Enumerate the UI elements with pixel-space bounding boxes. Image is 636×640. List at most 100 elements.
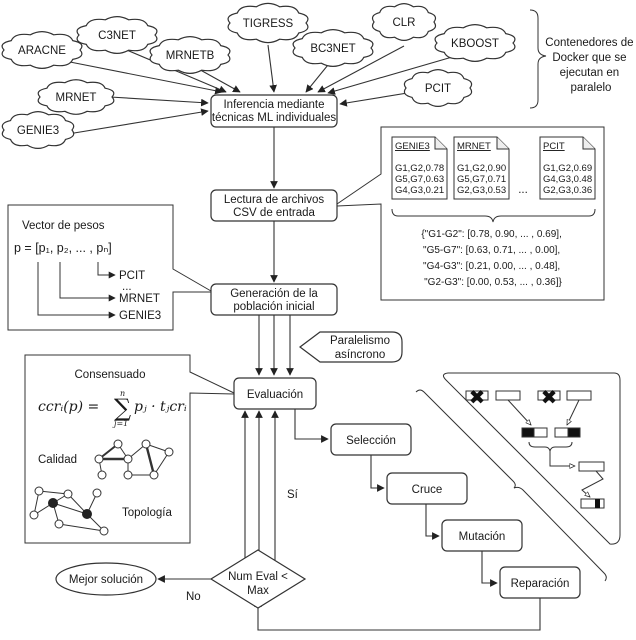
svg-text:ccrᵢ(p) =: ccrᵢ(p) = <box>38 399 99 415</box>
cloud-aracne[interactable]: ARACNE <box>1 31 83 69</box>
cloud-mrnetb[interactable]: MRNETB <box>149 36 231 74</box>
csv-row: G5,G7,0.63 <box>395 174 444 185</box>
weight-target-genie3: GENIE3 <box>119 310 161 322</box>
csv-file-name: PCIT <box>543 141 565 152</box>
edges-population-evaluation <box>255 315 294 376</box>
svg-text:Evaluación: Evaluación <box>247 389 303 401</box>
consensus-title: Consensuado <box>75 369 146 381</box>
cloud-label: GENIE3 <box>17 125 59 137</box>
csv-row: G1,G2,0.69 <box>543 163 592 174</box>
edge-repair-condition <box>254 598 541 631</box>
docker-clouds: ARACNE C3NET MRNETB TIGRESS BC3NET CLR KBOOST M… <box>1 2 516 149</box>
cloud-label: PCIT <box>425 83 451 95</box>
selection-node[interactable]: Selección <box>330 423 412 456</box>
cloud-label: TIGRESS <box>243 18 294 30</box>
weights-callout <box>7 204 212 331</box>
quality-label: Calidad <box>38 454 77 466</box>
evaluation-node[interactable]: Evaluación <box>233 377 317 410</box>
cloud-mrnet[interactable]: MRNET <box>37 79 115 115</box>
csv-row: G2,G3,0.53 <box>457 185 506 196</box>
csv-row: G5,G7,0.71 <box>457 174 506 185</box>
cloud-label: CLR <box>392 17 415 29</box>
svg-text:Num Eval <Max: Num Eval <Max <box>228 571 288 597</box>
edge-crossover-mutation <box>425 504 440 540</box>
best-solution-node[interactable]: Mejor solución <box>55 562 157 596</box>
discard-x-icon: ✖ <box>541 387 558 409</box>
mutation-node[interactable]: Mutación <box>441 519 523 552</box>
cloud-bc3net[interactable]: BC3NET <box>292 29 374 67</box>
svg-text:Mejor solución: Mejor solución <box>69 574 143 586</box>
svg-text:Reparación: Reparación <box>511 578 570 590</box>
cloud-clr[interactable]: CLR <box>371 3 437 41</box>
consensus-formula: ccrᵢ(p) = ∑ n j=1 pⱼ · tⱼcrᵢ <box>38 389 187 428</box>
condition-node[interactable]: Num Eval <Max <box>209 549 307 609</box>
crossover-node[interactable]: Cruce <box>386 472 468 505</box>
crossover-illustration: ✖ ✖ <box>465 387 605 509</box>
svg-text:j=1: j=1 <box>112 419 128 428</box>
fitness-callout <box>24 354 235 544</box>
topology-graph-icon <box>29 486 109 536</box>
cloud-genie3[interactable]: GENIE3 <box>1 111 75 149</box>
discard-x-icon: ✖ <box>469 387 486 409</box>
svg-text:∑: ∑ <box>114 394 131 422</box>
csv-row: G1,G2,0.90 <box>457 163 506 174</box>
csv-callout <box>336 126 605 301</box>
diagonal-brace <box>415 389 607 582</box>
csv-ellipsis: ... <box>518 184 528 196</box>
crossover-illustration-frame <box>442 372 621 545</box>
svg-text:pⱼ · tⱼcrᵢ: pⱼ · tⱼcrᵢ <box>134 399 187 415</box>
weights-formula: p = [p₁, p₂, ... , pₙ] <box>14 241 112 255</box>
svg-text:Cruce: Cruce <box>412 484 443 496</box>
svg-text:Mutación: Mutación <box>459 531 506 543</box>
cloud-edges <box>67 44 467 135</box>
merged-dict: {"G1-G2": [0.78, 0.90, ... , 0.69], "G5-… <box>421 229 564 288</box>
edge-evaluation-selection <box>294 409 329 443</box>
cloud-kboost[interactable]: KBOOST <box>434 24 516 62</box>
no-label: No <box>186 591 201 603</box>
svg-text:Selección: Selección <box>346 435 396 447</box>
docker-brace-label: Contenedores de Docker que se ejecutan e… <box>545 37 636 94</box>
cloud-label: MRNET <box>56 92 97 104</box>
csv-row: G2,G3,0.36 <box>543 185 592 196</box>
repair-node[interactable]: Reparación <box>499 566 581 599</box>
csv-files: GENIE3G1,G2,0.78G5,G7,0.63G4,G3,0.21MRNE… <box>391 136 596 200</box>
weight-target-mrnet: MRNET <box>119 293 160 305</box>
quality-graph-icon <box>94 439 174 480</box>
svg-text:n: n <box>120 389 125 398</box>
csv-row: G4,G3,0.48 <box>543 174 592 185</box>
cloud-label: BC3NET <box>310 43 355 55</box>
weights-arrows <box>37 262 116 319</box>
csv-brace <box>391 208 596 223</box>
edges-condition-evaluation <box>241 410 279 562</box>
cloud-label: MRNETB <box>166 50 215 62</box>
cloud-label: C3NET <box>98 30 136 42</box>
cloud-c3net[interactable]: C3NET <box>76 16 158 54</box>
edge-mutation-repair <box>481 551 498 587</box>
docker-brace <box>529 9 547 109</box>
edge-selection-crossover <box>370 455 385 492</box>
cloud-label: ARACNE <box>18 45 66 57</box>
csv-file-name: GENIE3 <box>395 141 430 152</box>
weight-target-pcit: PCIT <box>119 270 145 282</box>
csv-row: G1,G2,0.78 <box>395 163 444 174</box>
csv-file-name: MRNET <box>457 141 491 152</box>
topology-label: Topología <box>122 507 172 519</box>
yes-label: Sí <box>287 489 299 501</box>
cloud-label: KBOOST <box>451 38 499 50</box>
cloud-tigress[interactable]: TIGRESS <box>227 2 309 44</box>
cloud-pcit[interactable]: PCIT <box>403 69 473 107</box>
csv-row: G4,G3,0.21 <box>395 185 444 196</box>
weight-target-ellipsis: ... <box>122 281 132 293</box>
